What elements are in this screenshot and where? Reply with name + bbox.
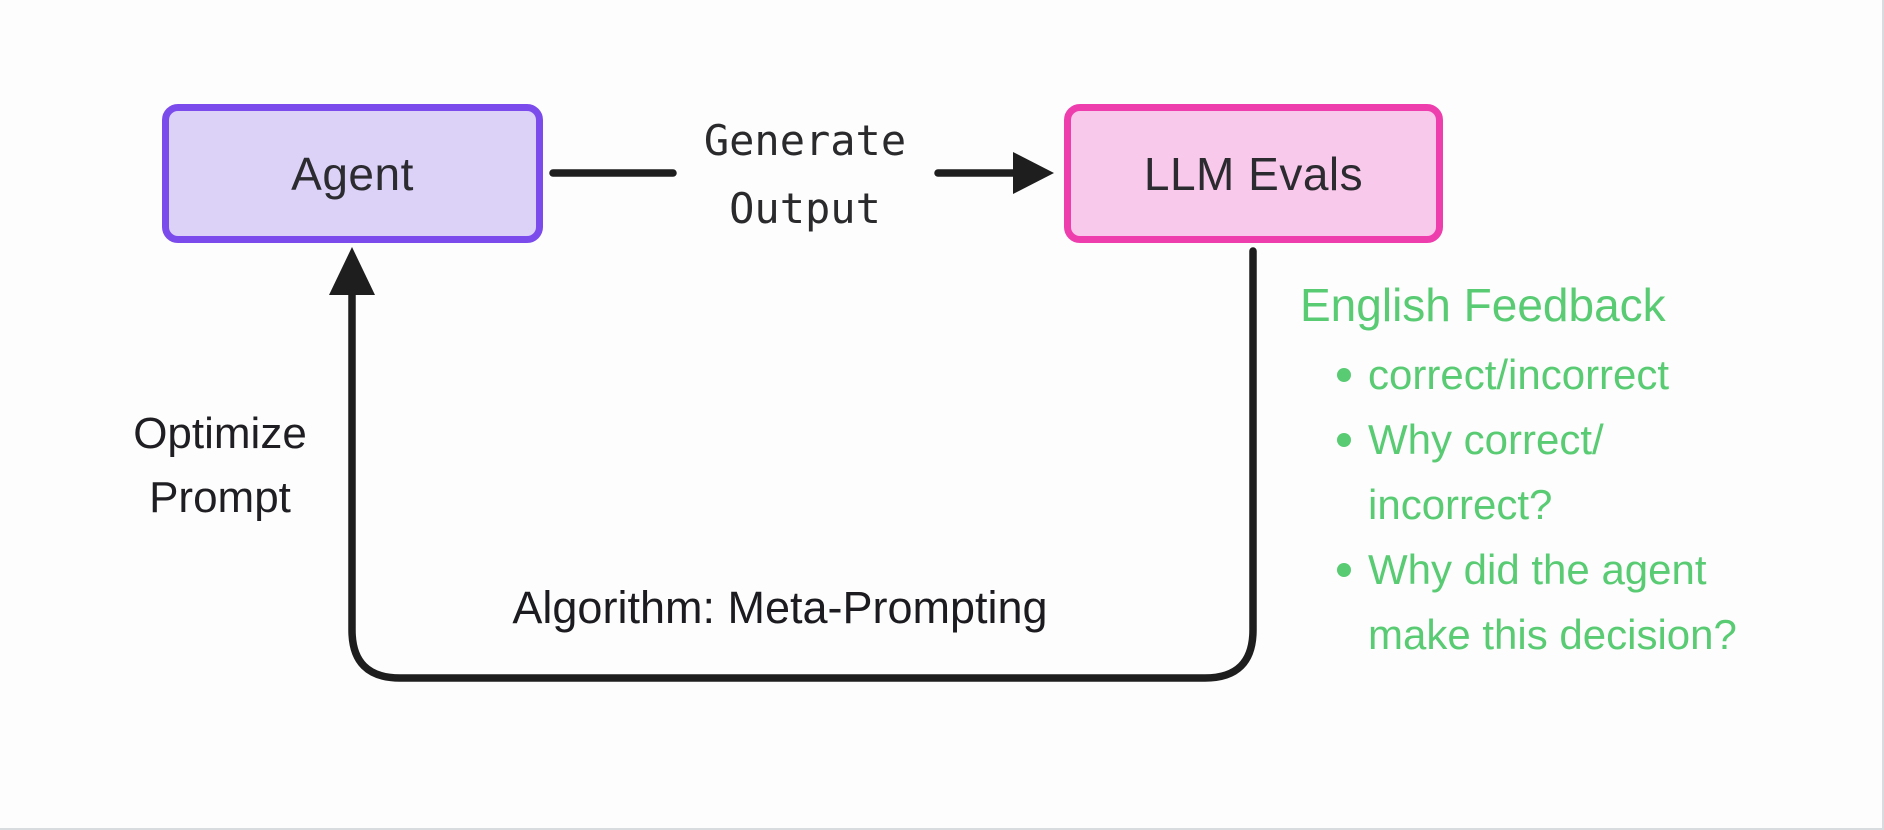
arrowhead-up-icon — [329, 247, 375, 295]
llm-evals-node-label: LLM Evals — [1143, 147, 1364, 200]
feedback-loop-arrow — [329, 247, 1257, 682]
feedback-bullet-text: correct/incorrect — [1368, 351, 1670, 398]
feedback-bullet-item: Why did the agent make this decision? — [1300, 537, 1800, 667]
bullet-dot-icon — [1337, 563, 1351, 577]
feedback-bullet-text-line1: Why correct/ — [1368, 416, 1604, 463]
agent-node-label: Agent — [291, 147, 414, 200]
optimize-prompt-label-line1: Optimize — [133, 409, 307, 458]
optimize-prompt-label: Optimize Prompt — [95, 402, 345, 530]
feedback-bullet-text-line2: incorrect? — [1368, 481, 1553, 528]
algorithm-note: Algorithm: Meta-Prompting — [512, 582, 1048, 633]
feedback-bullet-text-line1: Why did the agent — [1368, 546, 1707, 593]
generate-output-label-line2: Output — [729, 184, 881, 233]
english-feedback-title: English Feedback — [1300, 279, 1666, 331]
optimize-prompt-label-line2: Prompt — [149, 473, 291, 522]
feedback-bullet-list: correct/incorrect Why correct/ incorrect… — [1300, 342, 1800, 667]
english-feedback-block: English Feedback correct/incorrect Why c… — [1300, 274, 1800, 667]
agent-node: Agent — [162, 104, 543, 243]
generate-output-label-line1: Generate — [703, 116, 907, 165]
bullet-dot-icon — [1337, 368, 1351, 382]
bullet-dot-icon — [1337, 433, 1351, 447]
generate-output-arrow — [549, 152, 1054, 194]
generate-output-label: Generate Output — [655, 107, 955, 243]
feedback-bullet-text-line2: make this decision? — [1368, 611, 1737, 658]
feedback-bullet-item: correct/incorrect — [1300, 342, 1800, 407]
llm-evals-node: LLM Evals — [1064, 104, 1443, 243]
feedback-bullet-item: Why correct/ incorrect? — [1300, 407, 1800, 537]
arrowhead-right-icon — [1013, 152, 1054, 194]
